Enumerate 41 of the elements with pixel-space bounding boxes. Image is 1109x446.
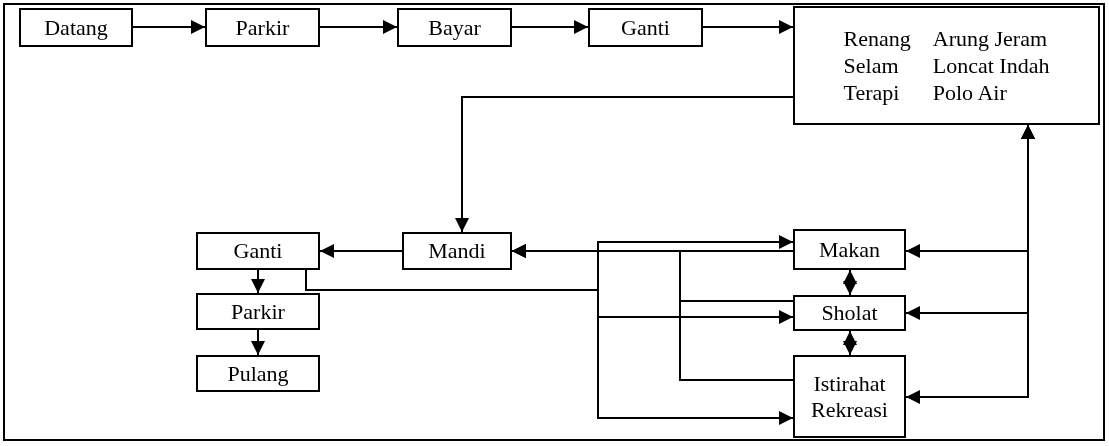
process-box [588, 8, 703, 47]
process-box [196, 293, 320, 330]
arrow [251, 329, 265, 356]
activity-label: Renang [843, 25, 911, 51]
arrow [905, 124, 1035, 404]
process-box [196, 355, 320, 392]
arrow [319, 244, 403, 258]
step-label: Parkir [231, 298, 285, 325]
step-label: Ganti [233, 238, 283, 264]
step-label: Datang [44, 14, 108, 41]
arrow [843, 269, 857, 296]
arrow [511, 20, 589, 34]
process-box [196, 232, 320, 270]
process-box [793, 229, 906, 270]
step-label: Istirahat Rekreasi [810, 371, 889, 422]
process-box [793, 6, 1100, 125]
step-label: Mandi [428, 238, 486, 264]
activity-label: Polo Air [932, 80, 1007, 106]
activity-label: Selam [843, 52, 899, 79]
arrow [702, 20, 794, 34]
process-box [793, 295, 906, 331]
process-box [397, 8, 512, 47]
arrow [319, 20, 398, 34]
process-box [402, 232, 512, 270]
step-label: Makan [818, 236, 881, 263]
arrow [132, 20, 206, 34]
step-label: Parkir [235, 14, 290, 41]
step-label: Ganti [621, 14, 670, 41]
activity-label: Terapi [843, 80, 900, 106]
arrow [251, 269, 265, 294]
arrow [511, 244, 794, 381]
process-box [205, 8, 320, 47]
step-label: Pulang [227, 360, 289, 387]
process-box [19, 8, 133, 47]
step-label: Sholat [821, 300, 878, 326]
activity-label: Arung Jeram [932, 25, 1047, 51]
activity-label: Loncat Indah [932, 52, 1050, 79]
step-label: Bayar [428, 14, 481, 41]
arrow [455, 96, 794, 233]
process-box [793, 355, 906, 438]
arrow [843, 330, 857, 356]
